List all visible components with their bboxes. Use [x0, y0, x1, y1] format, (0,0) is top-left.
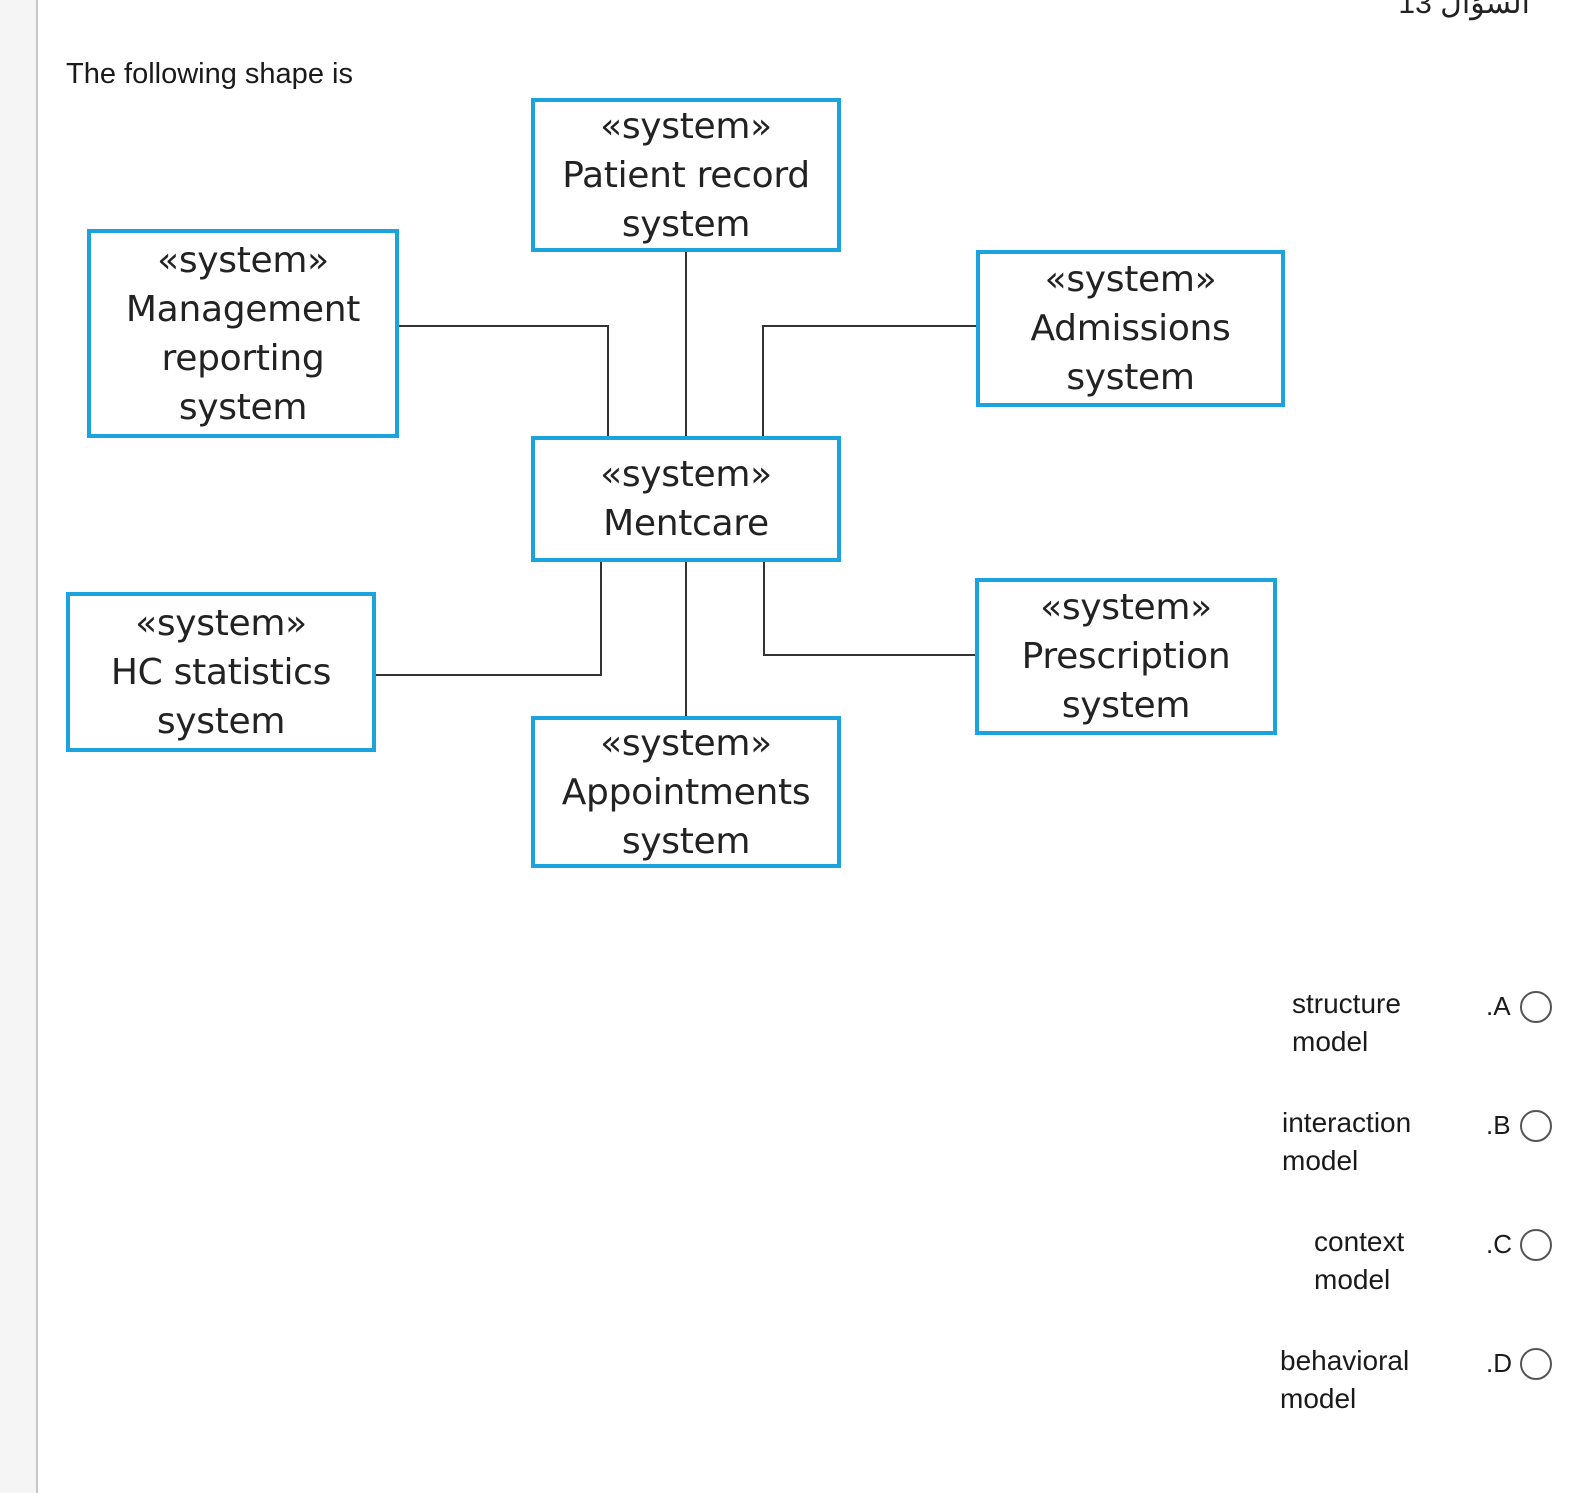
system-box-hc-statistics: «system» HC statistics system — [66, 592, 376, 752]
option-d-label: behavioral model — [1280, 1342, 1409, 1418]
option-b-label: interaction model — [1282, 1104, 1411, 1180]
system-name-line: reporting — [161, 337, 325, 379]
system-name-line: system — [156, 700, 286, 742]
option-a-radio[interactable] — [1520, 991, 1552, 1023]
system-name-line: Management — [125, 288, 361, 330]
system-name-line: system — [1061, 685, 1191, 726]
option-label-line: model — [1292, 1026, 1369, 1057]
option-label-line: model — [1282, 1145, 1359, 1176]
connector-hc-statistics — [375, 561, 602, 676]
system-name-line: Appointments — [561, 771, 811, 813]
option-label-line: behavioral — [1280, 1345, 1410, 1376]
option-label-line: model — [1314, 1264, 1391, 1295]
system-box-mentcare: «system» Mentcare — [531, 436, 841, 562]
system-name-line: system — [621, 820, 751, 862]
option-d-letter: .D — [1486, 1348, 1512, 1378]
option-d-radio[interactable] — [1520, 1348, 1552, 1380]
connector-prescription — [763, 561, 976, 656]
system-name-line: Prescription — [1021, 636, 1231, 677]
stereotype-label: «system» — [1044, 259, 1217, 300]
question-prompt: The following shape is — [66, 58, 353, 90]
system-name-line: Patient record — [562, 154, 810, 196]
option-a-letter: .A — [1486, 991, 1511, 1021]
connector-management-reporting — [398, 325, 609, 437]
option-c-radio[interactable] — [1520, 1229, 1552, 1261]
system-name-line: system — [621, 203, 751, 245]
option-label-line: context — [1314, 1226, 1405, 1257]
option-d[interactable]: behavioral model .D — [1280, 1342, 1570, 1422]
system-box-patient-record: «system» Patient record system — [531, 98, 841, 252]
system-name-line: system — [178, 386, 308, 428]
stereotype-label: «system» — [600, 722, 772, 764]
system-box-admissions: «system» Admissions system — [976, 250, 1285, 407]
option-label-line: structure — [1292, 988, 1401, 1019]
option-c-label: context model — [1314, 1223, 1404, 1299]
connector-admissions — [762, 325, 977, 437]
stereotype-label: «system» — [135, 602, 307, 644]
option-a-label: structure model — [1292, 985, 1401, 1061]
option-b-radio[interactable] — [1520, 1110, 1552, 1142]
stereotype-label: «system» — [600, 454, 772, 495]
system-name-line: Mentcare — [603, 503, 769, 544]
option-a[interactable]: structure model .A — [1280, 985, 1570, 1065]
system-name-line: HC statistics — [110, 651, 332, 693]
system-name-line: system — [1066, 357, 1195, 398]
option-label-line: model — [1280, 1383, 1357, 1414]
option-b[interactable]: interaction model .B — [1280, 1104, 1570, 1184]
option-c[interactable]: context model .C — [1280, 1223, 1570, 1303]
option-b-letter: .B — [1486, 1110, 1511, 1140]
option-c-letter: .C — [1486, 1229, 1512, 1259]
stereotype-label: «system» — [600, 105, 772, 147]
stereotype-label: «system» — [157, 239, 329, 281]
system-box-appointments: «system» Appointments system — [531, 716, 841, 868]
left-rail — [0, 0, 38, 1493]
stereotype-label: «system» — [1040, 587, 1212, 628]
question-number: السؤال 13 — [1398, 0, 1530, 20]
option-label-line: interaction — [1282, 1107, 1412, 1138]
system-box-management-reporting: «system» Management reporting system — [87, 229, 399, 438]
system-box-prescription: «system» Prescription system — [975, 578, 1277, 735]
system-name-line: Admissions — [1030, 308, 1231, 349]
